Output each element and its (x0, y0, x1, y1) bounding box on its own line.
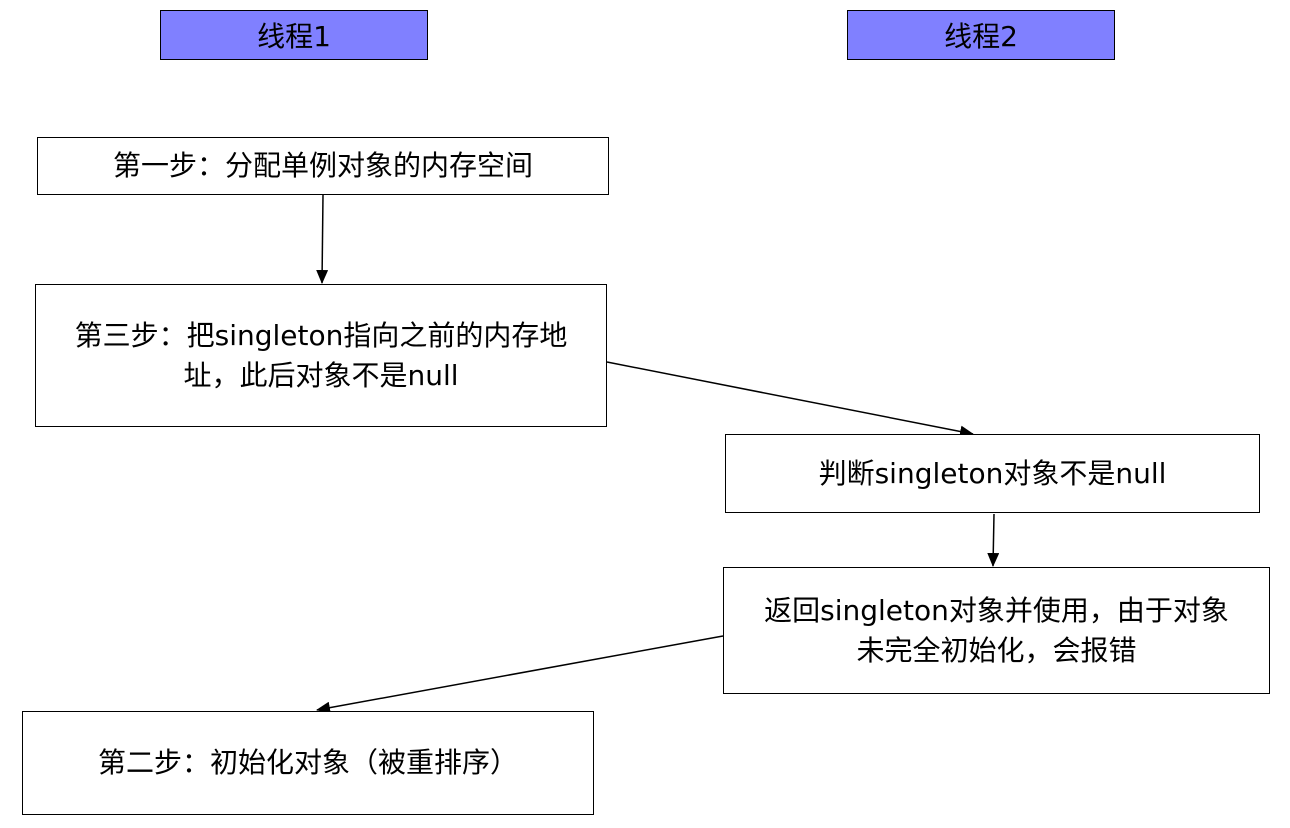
return-and-use-box: 返回singleton对象并使用，由于对象 未完全初始化，会报错 (723, 567, 1270, 694)
return-label-line2: 未完全初始化，会报错 (856, 633, 1137, 667)
arrow-check-to-return (987, 513, 1000, 567)
step3-label-line1: 第三步：把singleton指向之前的内存地 (74, 319, 568, 353)
step3-assign-reference-box: 第三步：把singleton指向之前的内存地 址，此后对象不是null (35, 284, 607, 427)
thread1-header-label: 线程1 (257, 20, 331, 53)
arrow-step3-to-check (606, 361, 974, 438)
check-not-null-box: 判断singleton对象不是null (725, 434, 1260, 513)
step2-initialize-object-box: 第二步：初始化对象（被重排序） (22, 711, 594, 815)
arrow-return-to-step2 (316, 635, 724, 714)
arrow-step1-to-step3 (316, 194, 329, 284)
check-label: 判断singleton对象不是null (818, 456, 1167, 490)
thread2-header-label: 线程2 (944, 20, 1018, 53)
return-label-line1: 返回singleton对象并使用，由于对象 (764, 594, 1229, 628)
step1-label: 第一步：分配单例对象的内存空间 (112, 149, 533, 183)
thread1-header: 线程1 (160, 10, 428, 60)
thread2-header: 线程2 (847, 10, 1115, 60)
step1-allocate-memory-box: 第一步：分配单例对象的内存空间 (37, 137, 609, 195)
step2-label: 第二步：初始化对象（被重排序） (97, 746, 518, 780)
step3-label-line2: 址，此后对象不是null (183, 358, 459, 392)
